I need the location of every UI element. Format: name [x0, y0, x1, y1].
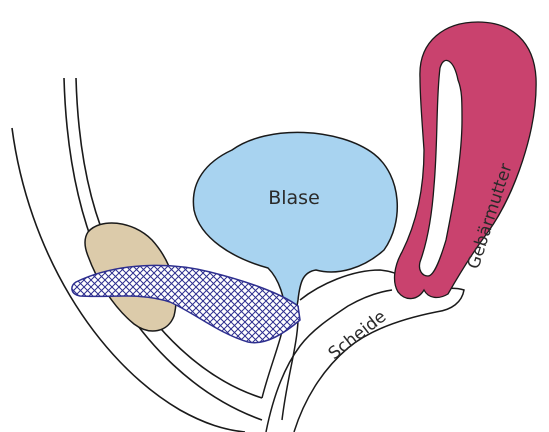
bladder-label: Blase [268, 187, 320, 209]
uterus-shape [395, 22, 537, 299]
mesh-sling [72, 265, 300, 342]
